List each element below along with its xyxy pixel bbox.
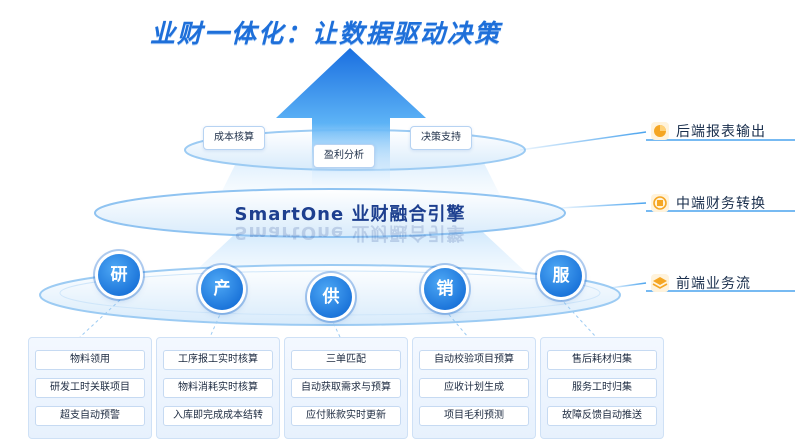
node-production: 产: [201, 268, 243, 310]
layers-icon: [651, 274, 669, 292]
card-item: 研发工时关联项目: [35, 378, 145, 398]
node-link: [559, 297, 597, 338]
bottom-tier-label: 前端业务流: [676, 276, 751, 292]
top-tier-connector: [519, 131, 647, 151]
card-research: 物料领用 研发工时关联项目 超支自动预警: [28, 337, 152, 439]
middle-tier-label: 中端财务转换: [676, 196, 766, 212]
node-sales: 销: [424, 268, 466, 310]
card-item: 超支自动预警: [35, 406, 145, 426]
card-item: 故障反馈自动推送: [547, 406, 657, 426]
tag-decision-support: 决策支持: [410, 126, 472, 150]
card-item: 三单匹配: [291, 350, 401, 370]
node-link: [209, 309, 223, 338]
tag-cost-accounting: 成本核算: [203, 126, 265, 150]
bottom-tier-connector: [609, 282, 647, 289]
node-research: 研: [98, 254, 140, 296]
card-service: 售后耗材归集 服务工时归集 故障反馈自动推送: [540, 337, 664, 439]
engine-label-reflection: SmartOne 业财融合引擎: [234, 222, 466, 243]
tag-profit-analysis: 盈利分析: [313, 144, 375, 168]
card-supply: 三单匹配 自动获取需求与预算 应付账款实时更新: [284, 337, 408, 439]
middle-tier-connector: [559, 202, 647, 209]
node-service: 服: [540, 255, 582, 297]
card-production: 工序报工实时核算 物料消耗实时核算 入库即完成成本结转: [156, 337, 280, 439]
card-item: 服务工时归集: [547, 378, 657, 398]
card-item: 应付账款实时更新: [291, 406, 401, 426]
card-item: 自动校验项目预算: [419, 350, 529, 370]
card-item: 入库即完成成本结转: [163, 406, 273, 426]
node-supply: 供: [310, 276, 352, 318]
card-item: 应收计划生成: [419, 378, 529, 398]
card-item: 售后耗材归集: [547, 350, 657, 370]
card-sales: 自动校验项目预算 应收计划生成 项目毛利预测: [412, 337, 536, 439]
top-tier-label: 后端报表输出: [676, 124, 766, 140]
card-item: 工序报工实时核算: [163, 350, 273, 370]
card-item: 项目毛利预测: [419, 406, 529, 426]
card-item: 物料消耗实时核算: [163, 378, 273, 398]
pie-chart-icon: [651, 122, 669, 140]
conversion-icon: [651, 194, 669, 212]
middle-tier-ellipse: [94, 188, 566, 238]
card-item: 自动获取需求与预算: [291, 378, 401, 398]
card-item: 物料领用: [35, 350, 145, 370]
page-title: 业财一体化：让数据驱动决策: [150, 19, 502, 48]
engine-label: SmartOne 业财融合引擎: [234, 204, 466, 225]
